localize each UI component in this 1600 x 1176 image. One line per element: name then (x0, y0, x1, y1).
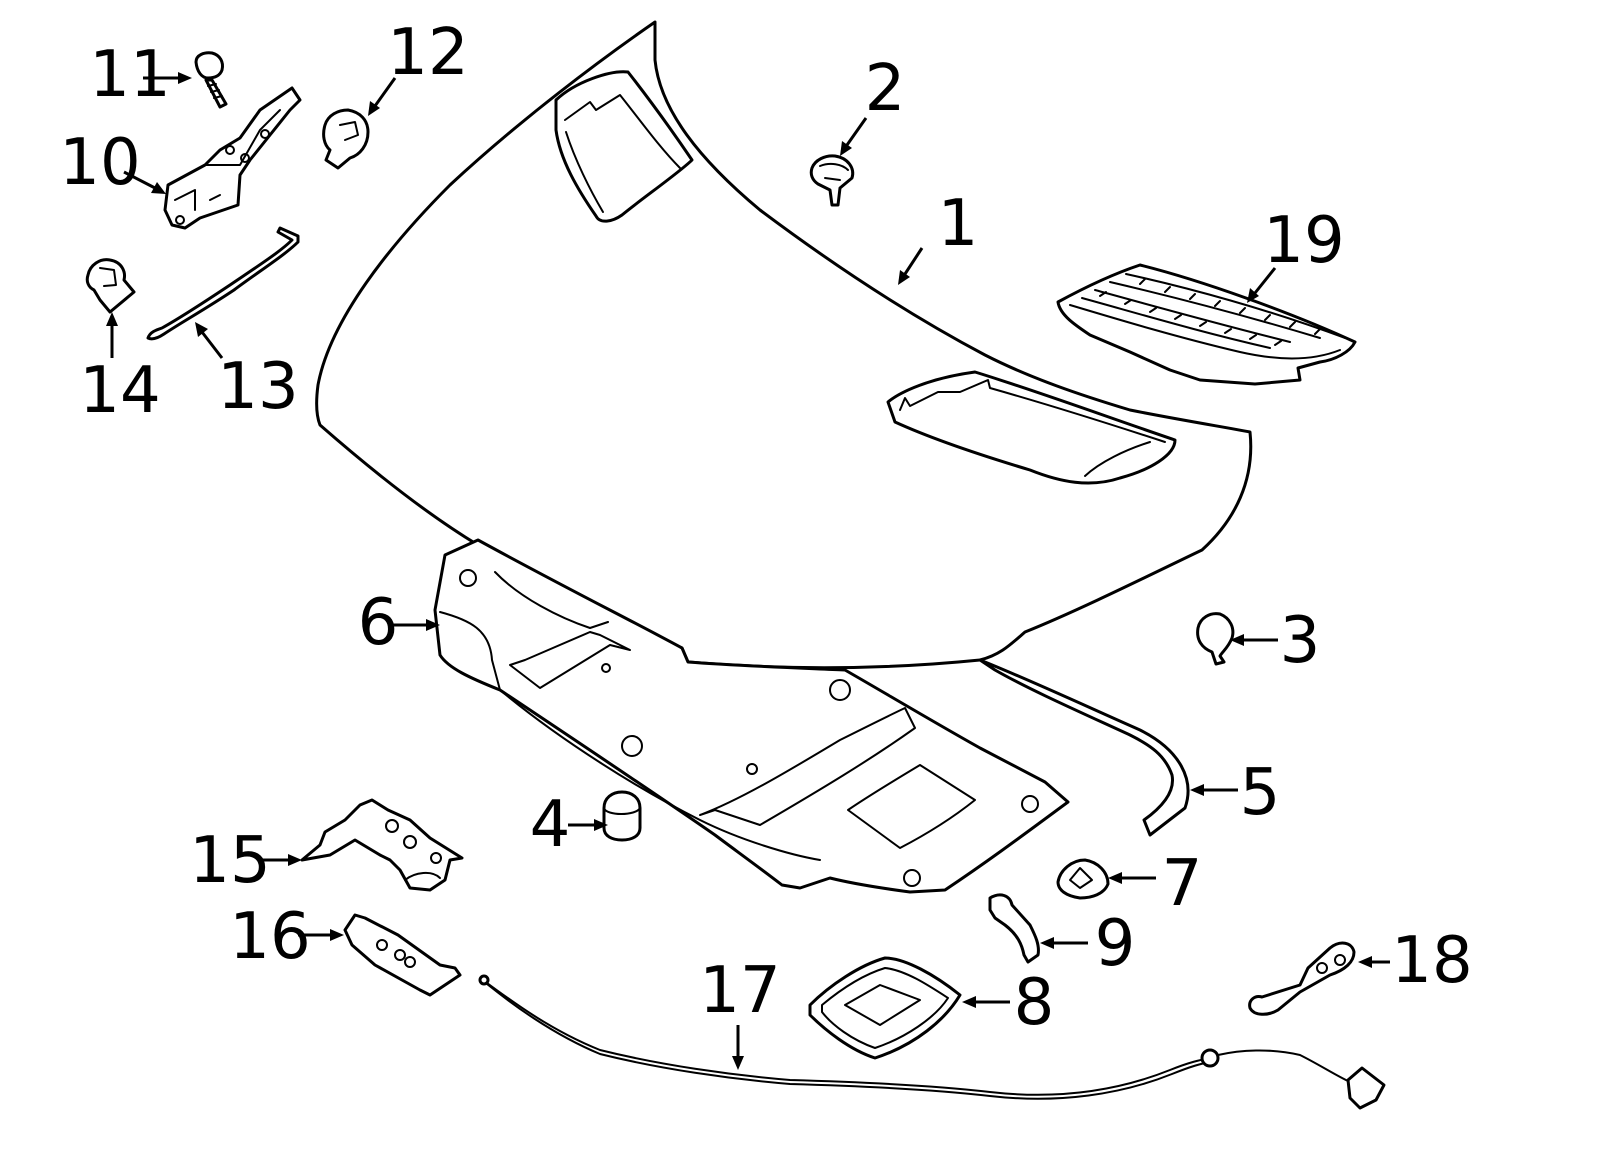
hinge-bolt (194, 51, 228, 109)
arrowhead (962, 996, 976, 1008)
arrowhead (1247, 288, 1259, 303)
callout-7: 7 (1162, 847, 1203, 921)
arrowhead (330, 929, 344, 941)
callout-15: 15 (189, 824, 270, 898)
arrowhead (594, 819, 608, 831)
insulator-retainer (1056, 858, 1110, 900)
prop-rod-clip (85, 258, 136, 314)
callout-2: 2 (865, 52, 906, 126)
callout-16: 16 (229, 900, 310, 974)
hood-vent-grille (1056, 263, 1357, 386)
arrowhead (1108, 872, 1122, 884)
arrowhead (178, 72, 192, 84)
hinge-bracket (163, 86, 302, 230)
release-cable (478, 974, 1386, 1110)
callout-18: 18 (1391, 924, 1472, 998)
leader-lines (106, 72, 1390, 1070)
arrowhead (1190, 784, 1204, 796)
callout-9: 9 (1095, 907, 1136, 981)
arrowhead (426, 619, 440, 631)
callout-19: 19 (1263, 204, 1344, 278)
callout-13: 13 (217, 350, 298, 424)
callout-14: 14 (79, 354, 160, 428)
arrowhead (288, 854, 302, 866)
callout-6: 6 (358, 586, 399, 660)
arrowhead (368, 101, 380, 116)
arrowhead (1230, 634, 1244, 646)
arrowhead (1358, 956, 1372, 968)
arrowhead (1040, 937, 1054, 949)
callout-8: 8 (1014, 966, 1055, 1040)
callout-5: 5 (1240, 756, 1281, 830)
arrowhead (106, 312, 118, 326)
callout-17: 17 (699, 954, 780, 1028)
release-handle (1248, 941, 1356, 1016)
prop-rod (146, 226, 300, 341)
callout-1: 1 (938, 187, 979, 261)
hood-panel (315, 20, 1253, 670)
access-cover (808, 956, 962, 1060)
callout-labels: 1 2 3 4 5 6 7 8 9 10 11 12 13 14 15 16 1… (59, 16, 1472, 1040)
arrowhead (195, 322, 208, 337)
latch-bracket (300, 798, 464, 892)
latch-reinforcement (343, 913, 462, 997)
arrowhead (732, 1056, 744, 1070)
callout-12: 12 (387, 16, 468, 90)
hood-stop (602, 790, 642, 842)
callout-3: 3 (1280, 604, 1321, 678)
callout-11: 11 (89, 38, 170, 112)
cable-clip (988, 893, 1040, 964)
arrowhead (898, 270, 910, 285)
arrowhead (840, 141, 852, 156)
hood-seal (978, 658, 1190, 837)
hood-bumper (1196, 612, 1235, 666)
hood-insulator (433, 538, 1070, 894)
prop-rod-retainer (322, 108, 370, 170)
callout-10: 10 (59, 126, 140, 200)
arrowhead (151, 182, 166, 194)
hood-clip (809, 154, 855, 207)
callout-4: 4 (530, 788, 571, 862)
